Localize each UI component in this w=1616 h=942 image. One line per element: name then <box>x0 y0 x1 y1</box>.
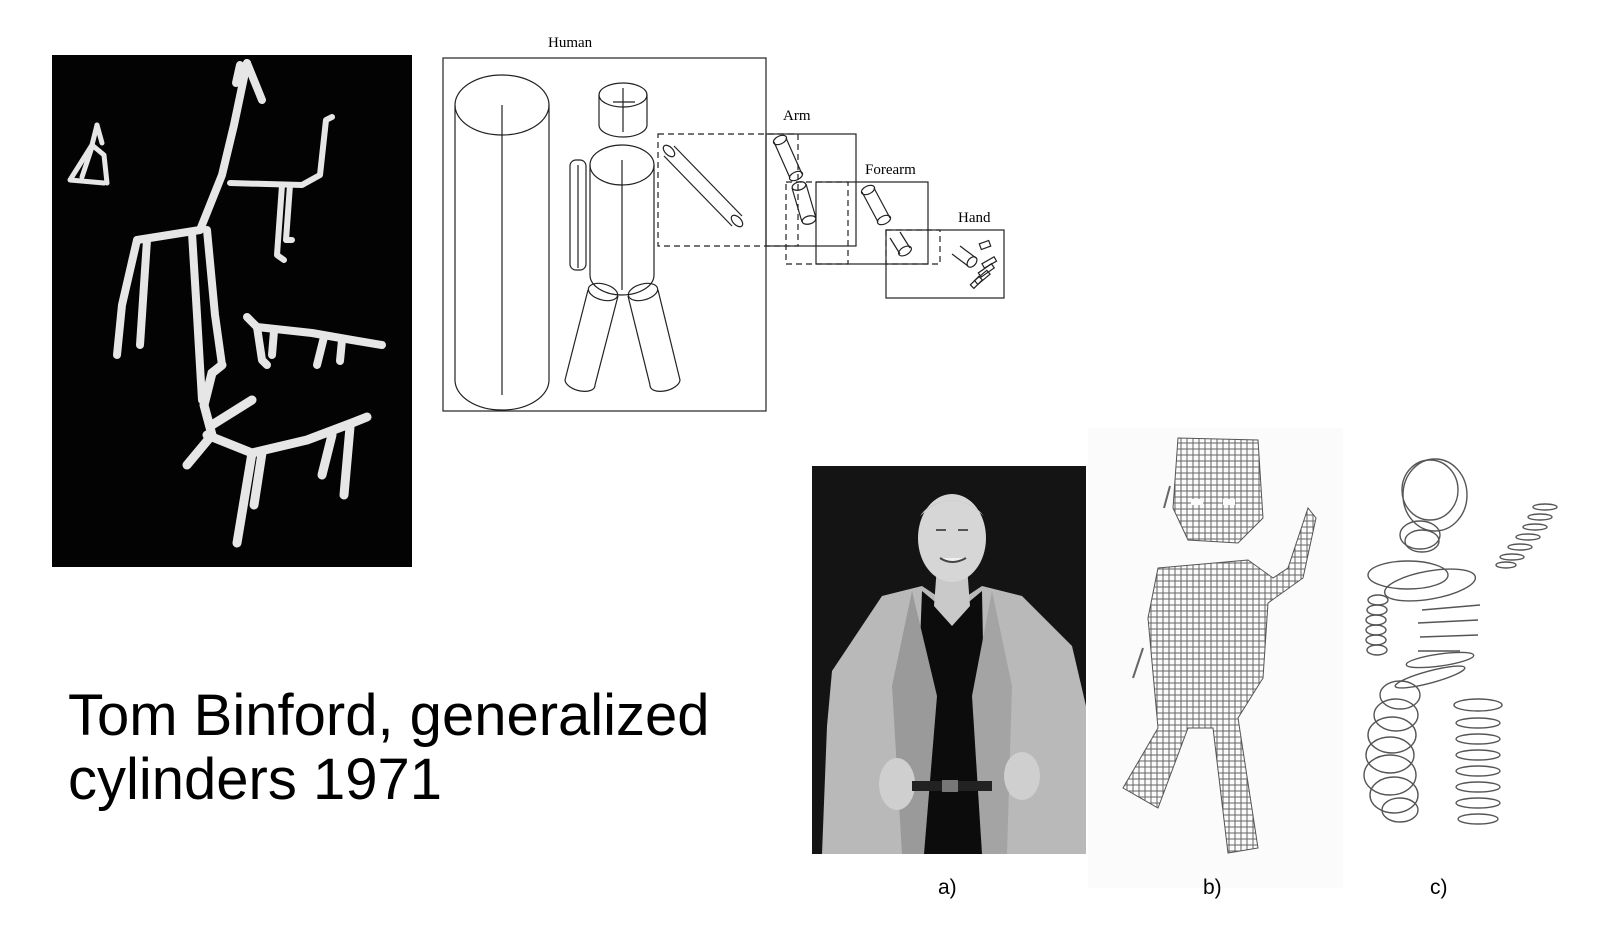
forearm-label: Forearm <box>865 162 916 178</box>
portrait-figure <box>812 466 1086 854</box>
bird-figure <box>227 114 335 263</box>
portrait-photo <box>812 466 1086 854</box>
giraffe-figure <box>113 59 266 404</box>
panel-label-c: c) <box>1430 876 1448 899</box>
panel-label-b: b) <box>1203 876 1222 899</box>
hand-cylinders <box>951 239 998 290</box>
lower-arm-cylinder <box>791 181 817 225</box>
forearm-box <box>815 181 929 265</box>
dog-figure <box>243 313 386 369</box>
neck-cylinder <box>569 159 587 271</box>
hand-label: Hand <box>958 210 991 226</box>
panel-label-a: a) <box>938 876 957 899</box>
pipe-cleaner-figures <box>67 59 386 548</box>
arm-cylinder <box>662 144 744 228</box>
reindeer-figure <box>182 360 372 548</box>
human-box <box>442 57 767 412</box>
human-label: Human <box>548 35 593 51</box>
small-deer-figure <box>67 122 110 186</box>
slide-caption: Tom Binford, generalized cylinders 1971 <box>68 684 710 812</box>
hierarchical-cylinder-diagram: Human Arm Forearm Hand <box>442 35 1005 412</box>
hand-box <box>885 229 1005 299</box>
arm-label: Arm <box>783 108 811 124</box>
caption-line-2: cylinders 1971 <box>68 747 442 812</box>
chest-cylinder <box>589 144 655 296</box>
wrist-cylinder <box>889 231 912 257</box>
torso-cylinder <box>454 74 550 411</box>
hand-selection-dashed <box>885 229 941 265</box>
head-cylinder <box>598 82 648 138</box>
ellipse-stack-figure <box>1360 455 1580 885</box>
upper-arm-cylinder <box>772 134 804 182</box>
arm-box <box>765 133 857 247</box>
surface-grid-figure <box>1088 428 1343 888</box>
forearm-selection-dashed <box>785 181 849 265</box>
right-leg-cylinder <box>627 282 681 392</box>
pipe-cleaner-animals-photo <box>52 55 412 567</box>
forearm-cylinder <box>860 184 892 226</box>
left-leg-cylinder <box>564 282 619 392</box>
caption-line-1: Tom Binford, generalized <box>68 683 710 748</box>
ellipse-figure-drawing <box>1363 458 1558 825</box>
grid-figure-drawing <box>1122 437 1317 854</box>
